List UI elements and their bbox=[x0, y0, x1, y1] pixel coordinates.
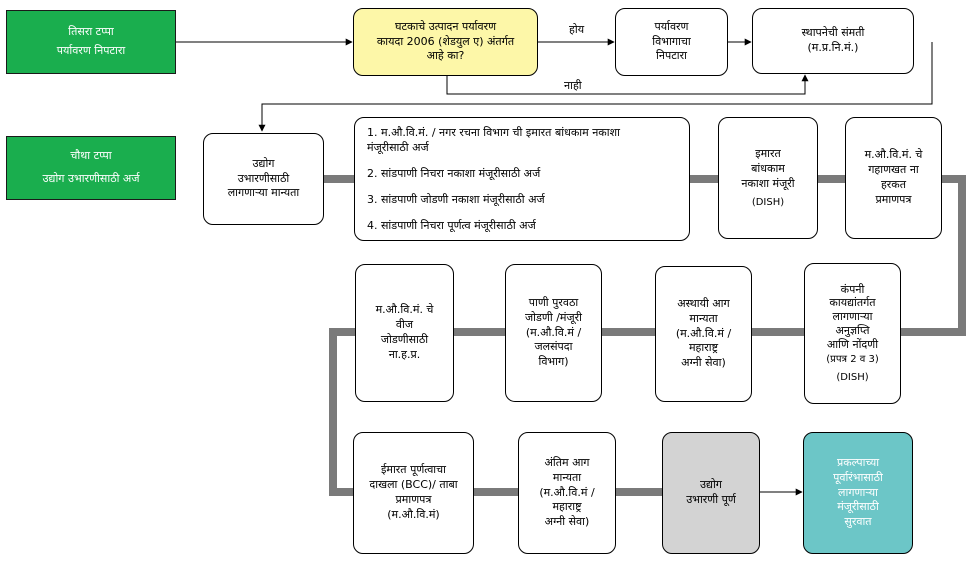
elec-line1: म.औ.वि.मं. चे bbox=[375, 303, 434, 317]
elec-line3: जोडणीसाठी bbox=[380, 333, 429, 346]
bcc-line1: ईमारत पूर्णत्वाचा bbox=[380, 463, 446, 477]
building-line1: इमारत bbox=[755, 146, 781, 160]
link-noc-company bbox=[901, 175, 966, 336]
arrow-question-no bbox=[446, 74, 809, 95]
bcc-line4: (म.औ.वि.मं) bbox=[387, 507, 440, 521]
company-line7: (DISH) bbox=[836, 371, 869, 383]
env-line1: पर्यावरण bbox=[654, 19, 689, 33]
no-label: नाही bbox=[564, 79, 582, 92]
finalfire-line5: अग्नी सेवा) bbox=[544, 515, 590, 529]
noc-line2: गहाणखत ना bbox=[868, 163, 919, 177]
link-electricity-bcc bbox=[329, 328, 355, 496]
noc-line3: हरकत bbox=[880, 178, 907, 191]
stage4-header: चौथा टप्पा उद्योग उभारणीसाठी अर्ज bbox=[6, 136, 176, 200]
consent-line2: (म.प्र.नि.मं.) bbox=[807, 41, 859, 54]
electricity-noc-box: म.औ.वि.मं. चे वीज जोडणीसाठी ना.ह.प्र. bbox=[355, 264, 454, 402]
project-line1: प्रकल्पाच्या bbox=[836, 455, 880, 469]
env-clearance-box: पर्यावरण विभागाचा निपटारा bbox=[615, 8, 728, 76]
project-line3: लागणाऱ्या bbox=[838, 485, 878, 499]
project-start-box: प्रकल्पाच्या पूर्वारंभासाठी लागणाऱ्या मं… bbox=[803, 432, 913, 554]
stage4-line2: उद्योग उभारणीसाठी अर्ज bbox=[42, 172, 140, 185]
application-item-2: 2. सांडपाणी निचरा नकाशा मंजूरीसाठी अर्ज bbox=[367, 166, 541, 180]
bcc-line2: दाखला (BCC)/ ताबा bbox=[369, 478, 458, 492]
tempfire-line4: महाराष्ट्र bbox=[688, 341, 719, 355]
application-item-3: 3. सांडपाणी जोडणी नकाशा मंजूरीसाठी अर्ज bbox=[367, 193, 545, 207]
env-line2: विभागाचा bbox=[652, 34, 691, 48]
bcc-line3: प्रमाणपत्र bbox=[395, 493, 432, 506]
noc-line1: म.औ.वि.मं. चे bbox=[864, 148, 923, 162]
company-line5: आणि नोंदणी bbox=[826, 337, 879, 351]
finalfire-line3: (म.औ.वि.मं / bbox=[539, 485, 595, 499]
elec-line4: ना.ह.प्र. bbox=[388, 347, 421, 361]
temp-fire-box: अस्थायी आग मान्यता (म.औ.वि.मं / महाराष्ट… bbox=[655, 266, 752, 402]
permit-line1: उद्योग bbox=[252, 156, 275, 170]
stage3-header: तिसरा टप्पा पर्यावरण निपटारा bbox=[6, 10, 176, 74]
local-consent-box: स्थापनेची संमती (म.प्र.नि.मं.) bbox=[752, 8, 914, 74]
project-line4: मंजूरीसाठी bbox=[837, 500, 879, 514]
setup-complete-box: उद्योग उभारणी पूर्ण bbox=[662, 432, 760, 554]
finalfire-line1: अंतिम आग bbox=[544, 455, 590, 469]
consent-line1: स्थापनेची संमती bbox=[801, 26, 865, 40]
water-line2: जोडणी /मंजूरी bbox=[525, 310, 582, 324]
complete-line2: उभारणी पूर्ण bbox=[686, 493, 736, 506]
question-line1: घटकाचे उत्पादन पर्यावरण bbox=[394, 19, 497, 33]
stage3-line2: पर्यावरण निपटारा bbox=[56, 44, 126, 57]
tempfire-line3: (म.औ.वि.मं / bbox=[675, 326, 732, 340]
permit-line3: लागणाऱ्या मान्यता bbox=[227, 186, 300, 200]
company-line1: कंपनी bbox=[840, 282, 865, 296]
building-line4: (DISH) bbox=[751, 196, 785, 208]
final-fire-box: अंतिम आग मान्यता (म.औ.वि.मं / महाराष्ट्र… bbox=[518, 432, 616, 554]
stage3-line1: तिसरा टप्पा bbox=[68, 25, 114, 39]
noc-line4: प्रमाणपत्र bbox=[875, 192, 912, 206]
industry-permit-box: उद्योग उभारणीसाठी लागणाऱ्या मान्यता bbox=[203, 133, 324, 225]
application-item-4: 4. सांडपाणी निचरा पूर्णत्व मंजूरीसाठी अर… bbox=[367, 219, 536, 233]
elec-line2: वीज bbox=[395, 318, 414, 332]
company-line6: (प्रपत्र 2 व 3) bbox=[826, 354, 879, 366]
tempfire-line2: मान्यता bbox=[689, 311, 718, 325]
stage4-line1: चौथा टप्पा bbox=[70, 149, 112, 163]
applications-box: 1. म.औ.वि.मं. / नगर रचना विभाग ची इमारत … bbox=[354, 117, 690, 241]
env-line3: निपटारा bbox=[656, 49, 687, 63]
bcc-box: ईमारत पूर्णत्वाचा दाखला (BCC)/ ताबा प्रम… bbox=[353, 432, 474, 554]
water-line1: पाणी पुरवठा bbox=[528, 295, 579, 309]
company-line2: कायद्यांतर्गत bbox=[829, 296, 876, 310]
water-line4: जलसंपदा bbox=[534, 340, 573, 354]
tempfire-line5: अग्नी सेवा) bbox=[681, 356, 726, 370]
water-line3: (म.औ.वि.मं / bbox=[525, 325, 582, 339]
question-line3: आहे का? bbox=[426, 49, 465, 63]
permit-line2: उभारणीसाठी bbox=[237, 171, 290, 185]
tempfire-line1: अस्थायी आग bbox=[677, 296, 730, 310]
water-line5: विभाग) bbox=[538, 355, 569, 369]
application-item-1: 1. म.औ.वि.मं. / नगर रचना विभाग ची इमारत … bbox=[367, 126, 620, 154]
company-line3: लागणाऱ्या bbox=[832, 310, 873, 324]
company-law-box: कंपनी कायद्यांतर्गत लागणाऱ्या अनुज्ञप्ति… bbox=[804, 263, 901, 404]
yes-label: होय bbox=[569, 23, 585, 36]
midc-noc-box: म.औ.वि.मं. चे गहाणखत ना हरकत प्रमाणपत्र bbox=[845, 117, 942, 239]
project-line2: पूर्वारंभासाठी bbox=[833, 470, 883, 484]
question-box: घटकाचे उत्पादन पर्यावरण कायदा 2006 (शेडय… bbox=[353, 8, 538, 76]
building-line3: नकाशा मंजूरी bbox=[741, 176, 795, 190]
company-line4: अनुज्ञप्ति bbox=[835, 323, 870, 337]
water-supply-box: पाणी पुरवठा जोडणी /मंजूरी (म.औ.वि.मं / ज… bbox=[505, 264, 602, 402]
building-plan-box: इमारत बांधकाम नकाशा मंजूरी (DISH) bbox=[718, 117, 818, 239]
arrow-consent-to-permit bbox=[258, 42, 933, 132]
complete-line1: उद्योग bbox=[700, 478, 722, 492]
building-line2: बांधकाम bbox=[751, 161, 785, 175]
question-line2: कायदा 2006 (शेडयुल ए) अंतर्गत bbox=[376, 34, 515, 48]
finalfire-line4: महाराष्ट्र bbox=[552, 500, 582, 514]
project-line5: सुरवात bbox=[844, 515, 872, 529]
finalfire-line2: मान्यता bbox=[552, 470, 582, 484]
